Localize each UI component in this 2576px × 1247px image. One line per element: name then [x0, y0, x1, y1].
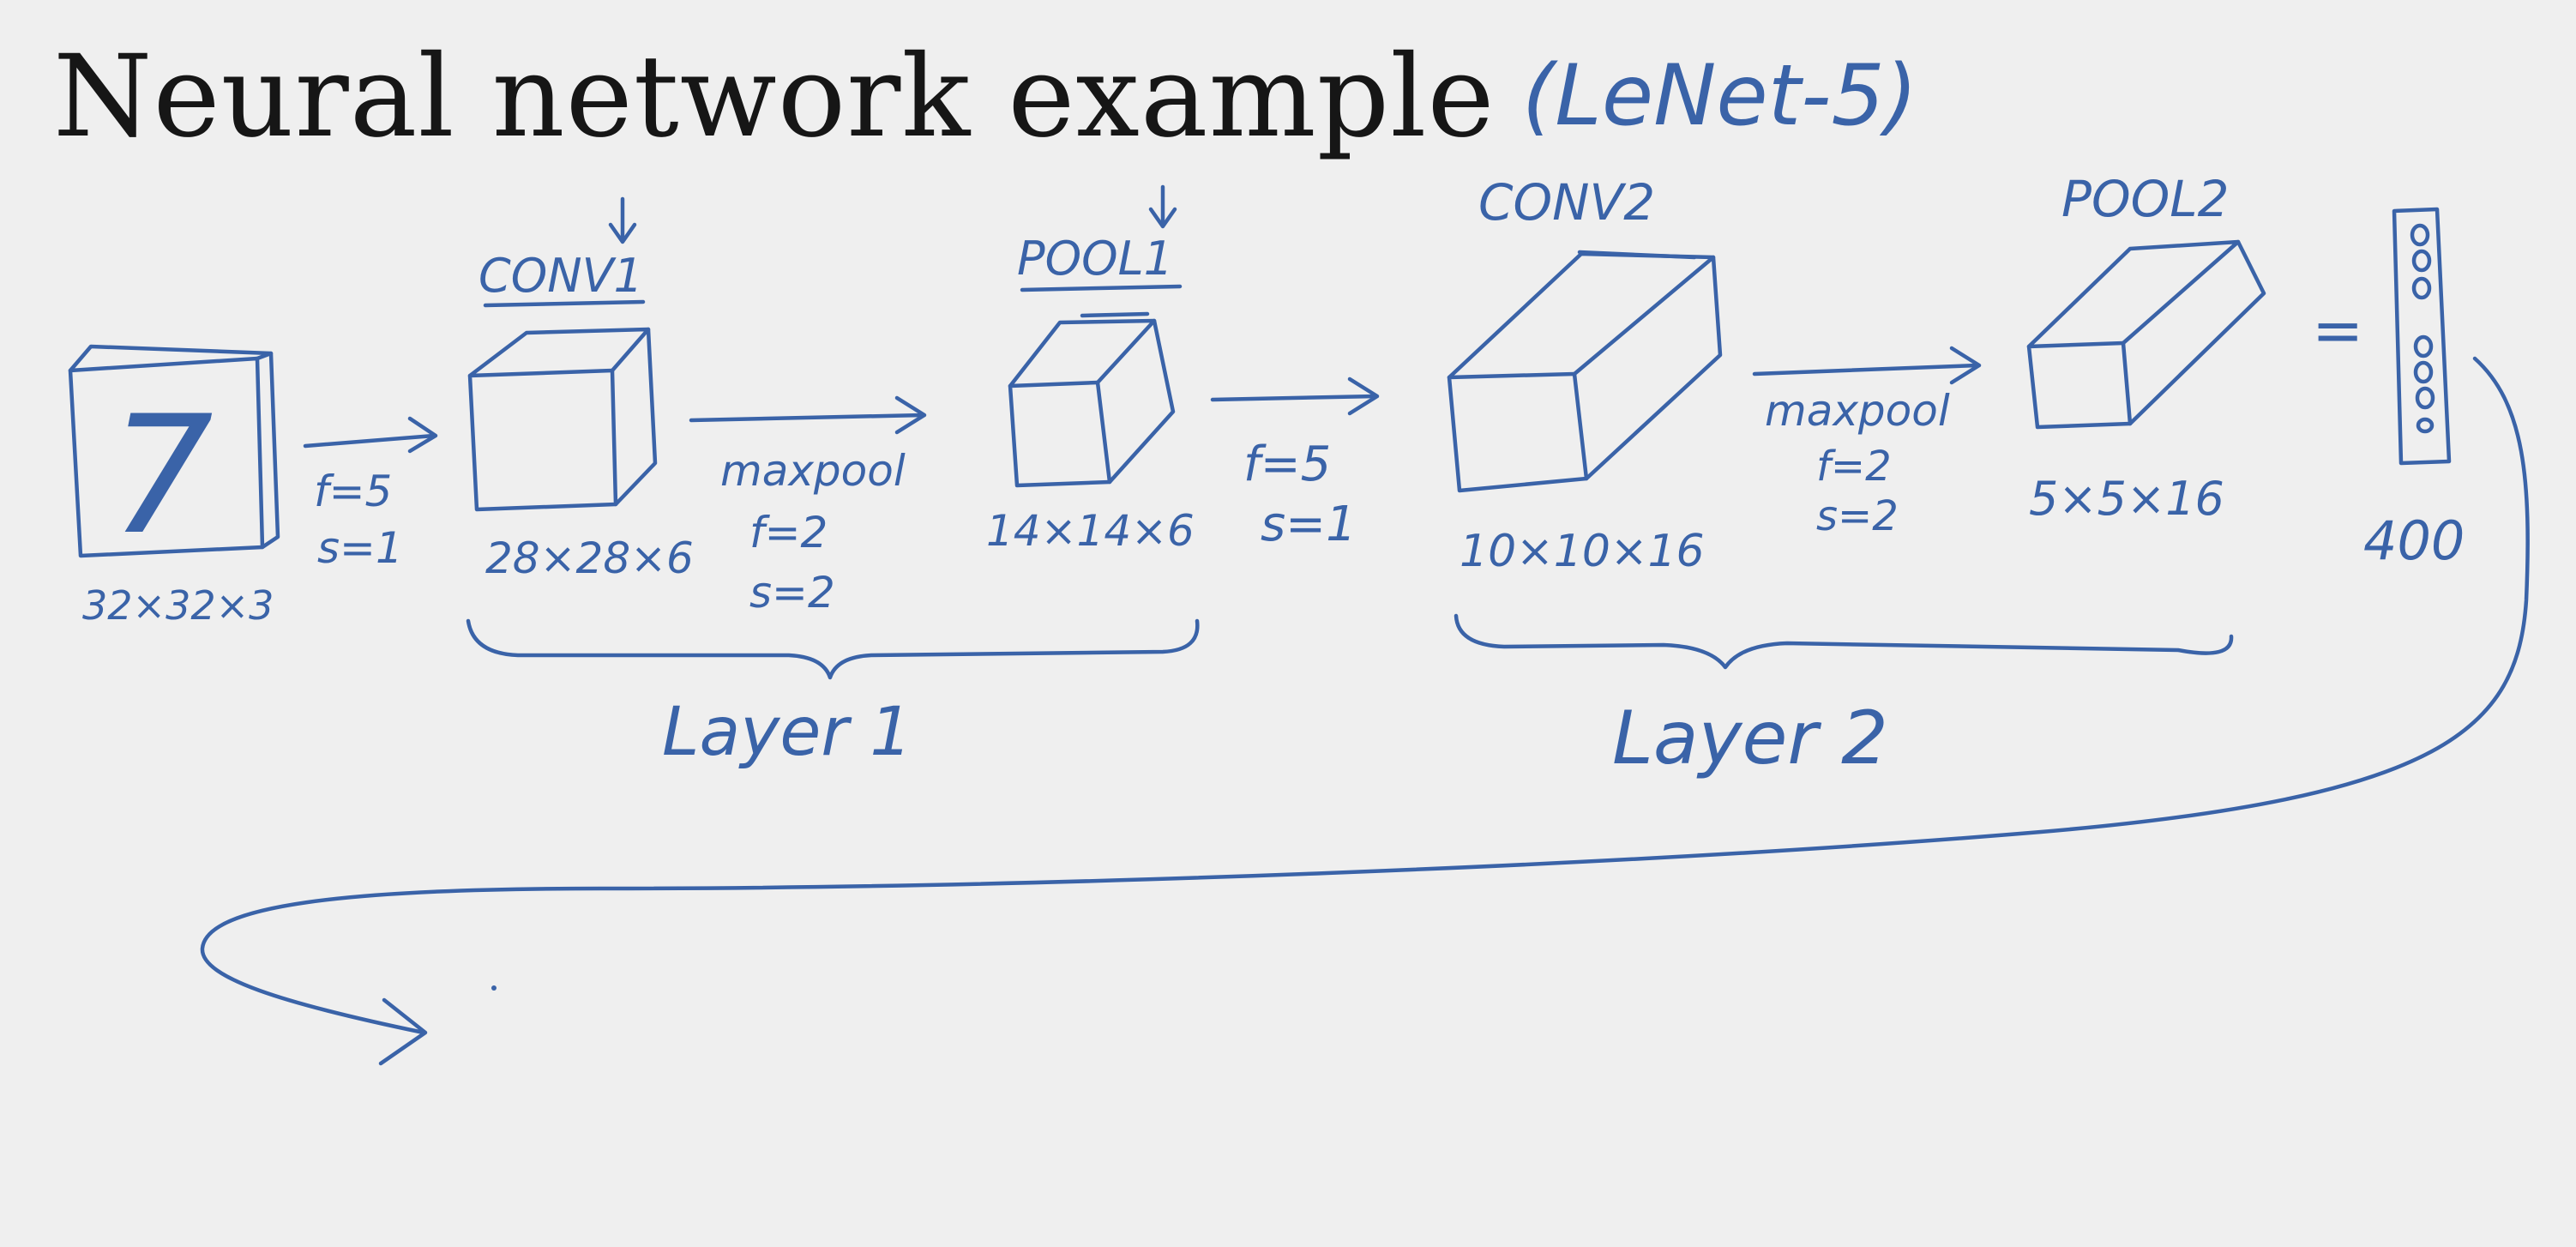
arrow-conv2-to-pool2	[1752, 346, 1982, 385]
maxpool2-label: maxpool	[1765, 386, 1950, 436]
layer1-brace	[466, 618, 1200, 680]
conv1-underline	[483, 299, 646, 308]
step1-s: s=1	[317, 523, 403, 573]
pool2-dims: 5×5×16	[2029, 472, 2224, 526]
conv2-label: CONV2	[1478, 173, 1655, 232]
conv2-dims: 10×10×16	[1460, 526, 1705, 577]
layer2-brace	[1454, 613, 2234, 670]
pool1-underline	[1020, 284, 1183, 292]
flatten-equals: =	[2312, 294, 2363, 366]
conv1-volume	[467, 327, 658, 512]
down-arrow-conv1	[608, 196, 637, 244]
ink-dot	[491, 985, 497, 991]
pool1-dims: 14×14×6	[986, 506, 1195, 556]
subtitle-lenet: (LeNet-5)	[1522, 47, 1917, 145]
input-dims: 32×32×3	[82, 582, 274, 629]
conv1-dims: 28×28×6	[485, 533, 694, 583]
pool1-label: POOL1	[1017, 232, 1173, 286]
step2-s: s=1	[1261, 497, 1357, 552]
arrow-pool1-to-conv2	[1210, 377, 1380, 416]
maxpool1-label: maxpool	[720, 446, 906, 496]
slide-title: Neural network example	[53, 31, 1496, 163]
pool2-label: POOL2	[2061, 170, 2230, 228]
pool2-volume	[2026, 239, 2266, 430]
maxpool1-f: f=2	[749, 508, 828, 557]
flatten-dims: 400	[2363, 509, 2465, 572]
down-arrow-pool1	[1148, 184, 1177, 229]
arrow-input-to-conv1	[303, 416, 438, 454]
step2-f: f=5	[1243, 437, 1331, 492]
layer1-label: Layer 1	[662, 694, 912, 771]
pool1-volume	[1008, 311, 1176, 488]
maxpool2-s: s=2	[1816, 492, 1899, 540]
arrow-conv1-to-pool1	[689, 395, 927, 435]
layer2-label: Layer 2	[1612, 696, 1888, 781]
flatten-vector	[2392, 207, 2452, 466]
maxpool2-f: f=2	[1816, 443, 1892, 491]
maxpool1-s: s=2	[749, 568, 835, 617]
input-image	[68, 344, 280, 558]
conv2-volume	[1447, 251, 1723, 493]
conv1-label: CONV1	[478, 249, 643, 303]
step1-f: f=5	[314, 467, 392, 516]
input-digit: 7	[110, 381, 214, 570]
continuation-arrowhead	[378, 997, 428, 1066]
continuation-arrow	[200, 356, 2530, 1035]
